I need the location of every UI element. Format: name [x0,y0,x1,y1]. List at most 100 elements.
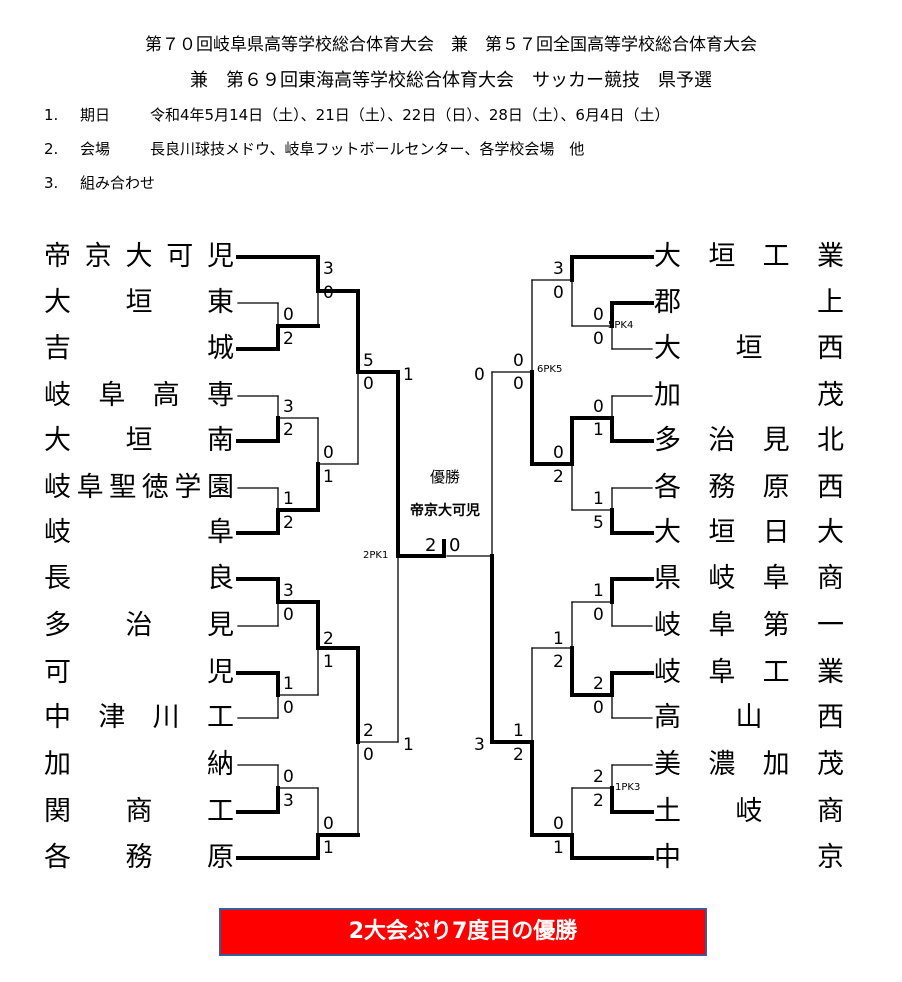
pk-note: 5PK4 [608,320,634,331]
info-label: 会場 [80,140,111,158]
team-name: 吉城 [44,329,234,369]
match-score: 3 [553,259,564,279]
match-score: 3 [283,791,294,811]
team-name-char: 岐 [44,380,71,411]
team-name-char: 大 [44,287,71,318]
team-name: 多治見 [44,606,234,646]
match-score: 0 [593,605,604,625]
match-score: 0 [474,365,485,385]
match-score: 0 [513,374,524,394]
team-name-char: 津 [98,702,126,733]
champion-team: 帝京大可児 [410,503,480,519]
team-name-char: 徳 [141,472,169,503]
info-label: 組み合わせ [80,174,156,192]
team-name: 加茂 [654,376,844,416]
pk-note: 1PK3 [615,782,641,793]
team-name-char: 児 [207,241,234,272]
team-name-char: 垣 [125,425,153,456]
team-name-char: 垣 [125,287,153,318]
team-name: 中京 [654,838,844,878]
team-name: 大垣南 [44,421,234,461]
team-name: 多治見北 [654,421,844,461]
match-score: 0 [513,351,524,371]
team-name-char: 美 [654,749,681,780]
team-name-char: 原 [762,472,790,503]
team-name-char: 大 [816,517,844,548]
team-name-char: 垣 [735,333,763,364]
team-name-char: 園 [206,472,234,503]
team-name-char: 阜 [708,610,736,641]
info-date: 1.期日令和4年5月14日（土）、21日（土）、22日（日）、28日（土）、6月… [44,104,670,125]
match-score: 0 [283,605,294,625]
team-name-char: 阜 [76,472,104,503]
match-score: 2 [593,767,604,787]
match-score: 3 [474,735,485,755]
info-value: 長良川球技メドウ、岐阜フットボールセンター、各学校会場 他 [150,140,585,158]
match-score: 1 [513,721,524,741]
team-name-char: 城 [207,333,234,364]
match-score: 1 [593,489,604,509]
team-name-char: 務 [125,842,153,873]
team-name: 郡上 [654,283,844,323]
team-name-char: 北 [816,425,844,456]
team-name: 各務原 [44,838,234,878]
team-name-char: 大 [654,517,681,548]
team-name: 大垣日大 [654,513,844,553]
team-name-char: 大 [125,241,153,272]
match-score: 2 [283,420,294,440]
team-name-char: 岐 [735,796,763,827]
info-value: 令和4年5月14日（土）、21日（土）、22日（日）、28日（土）、6月4日（土… [150,106,670,124]
team-name-char: 可 [166,241,194,272]
team-name-char: 納 [207,749,234,780]
team-name-char: 阜 [762,563,790,594]
match-score: 3 [323,259,334,279]
team-name: 大垣東 [44,283,234,323]
match-score: 2 [283,513,294,533]
match-score: 0 [593,698,604,718]
match-score: 1 [593,581,604,601]
team-name-char: 県 [654,563,681,594]
team-name-char: 大 [654,241,681,272]
team-name-char: 岐 [654,610,681,641]
team-name-char: 見 [762,425,790,456]
victory-banner: 2大会ぶり7度目の優勝 [219,908,707,956]
team-name-char: 岐 [654,657,681,688]
team-name: 美濃加茂 [654,745,844,785]
team-name-char: 商 [816,563,844,594]
team-name-char: 中 [654,842,681,873]
team-name-char: 岐 [44,472,71,503]
pk-note: 6PK5 [537,364,563,375]
match-score: 0 [553,443,564,463]
team-name: 可児 [44,653,234,693]
match-score: 5 [593,513,604,533]
match-score: 0 [283,767,294,787]
team-name: 高山西 [654,698,844,738]
team-name-char: 務 [708,472,736,503]
team-name-char: 工 [762,241,790,272]
team-name: 大垣工業 [654,237,844,277]
info-label: 期日 [80,106,111,124]
team-name-char: 聖 [109,472,137,503]
team-name-char: 川 [152,702,180,733]
match-score: 0 [363,745,374,765]
match-score: 1 [323,467,334,487]
match-score: 1 [323,652,334,672]
team-name-char: 阜 [708,657,736,688]
team-name-char: 濃 [708,749,736,780]
team-name: 岐阜第一 [654,606,844,646]
team-name-char: 多 [654,425,681,456]
match-score: 2 [553,467,564,487]
match-score: 2 [553,652,564,672]
team-name-char: 中 [44,702,71,733]
info-number: 3. [44,174,59,192]
team-name-char: 加 [654,380,681,411]
match-score: 2 [363,721,374,741]
team-name-char: 商 [125,796,153,827]
team-name-char: 加 [44,749,71,780]
match-score: 0 [593,397,604,417]
match-score: 0 [323,443,334,463]
tournament-title-line1: 第７０回岐阜県高等学校総合体育大会 兼 第５７回全国高等学校総合体育大会 [145,35,757,55]
team-name-char: 山 [735,702,763,733]
team-name-char: 各 [44,842,71,873]
